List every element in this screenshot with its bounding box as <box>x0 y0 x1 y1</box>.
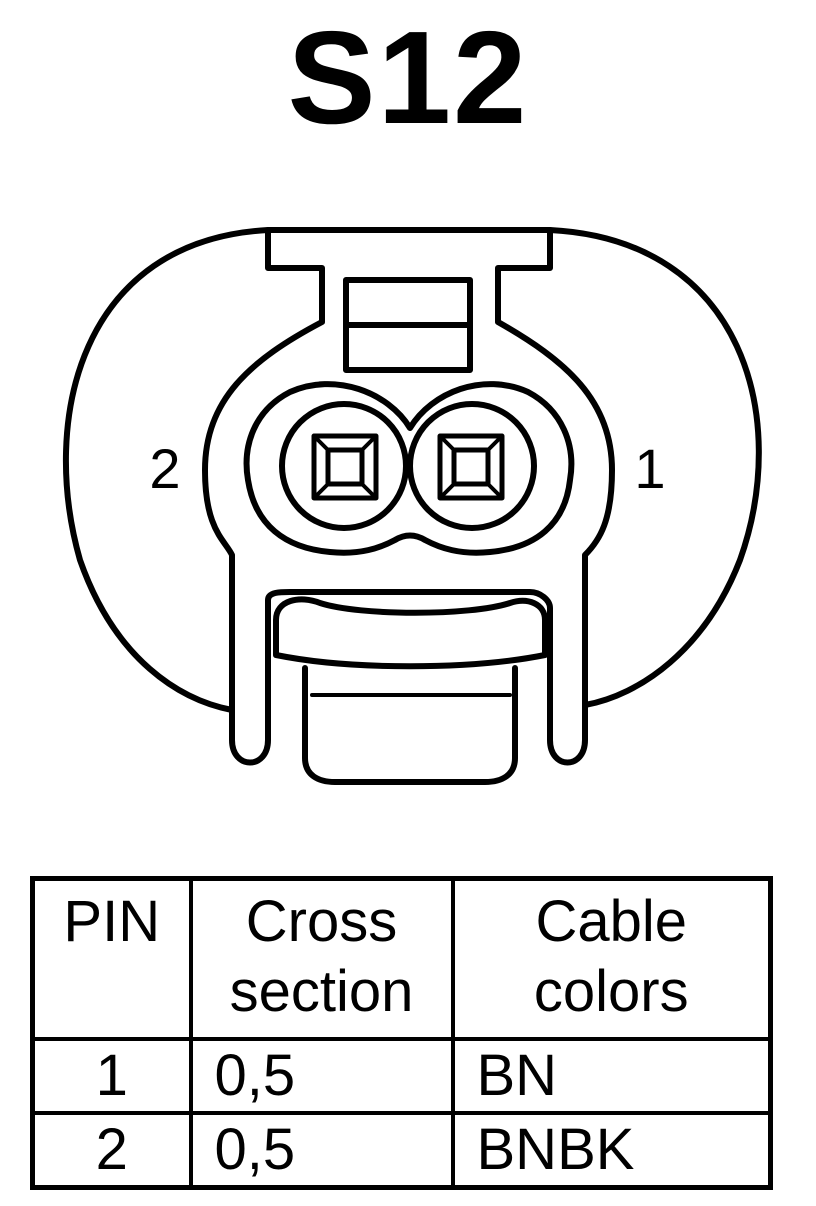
pin-2-cavity <box>279 401 409 531</box>
lower-tab <box>302 665 518 785</box>
cell-cross-section: 0,5 <box>188 1037 455 1115</box>
connector-housing-outline <box>62 227 762 713</box>
pin-label-2: 2 <box>149 437 180 500</box>
cell-pin: 1 <box>30 1037 193 1115</box>
connector-latch-frame <box>202 227 615 766</box>
header-pin: PIN <box>30 876 193 1041</box>
cell-cable-color: BN <box>450 1037 773 1115</box>
pin-1-cavity <box>407 401 537 531</box>
pin-label-1: 1 <box>634 437 665 500</box>
lower-clip <box>273 596 548 670</box>
cell-pin: 2 <box>30 1111 193 1190</box>
connector-title: S12 <box>287 4 529 151</box>
pin-2-terminal <box>311 433 379 501</box>
pin-1-terminal <box>437 433 505 501</box>
cell-cable-color: BNBK <box>450 1111 773 1190</box>
contact-housing <box>243 381 575 556</box>
table-row: 2 0,5 BNBK <box>30 1111 773 1190</box>
table-row: 1 0,5 BN <box>30 1037 773 1115</box>
connector-diagram: 2 1 <box>62 227 762 785</box>
cell-cross-section: 0,5 <box>188 1111 455 1190</box>
